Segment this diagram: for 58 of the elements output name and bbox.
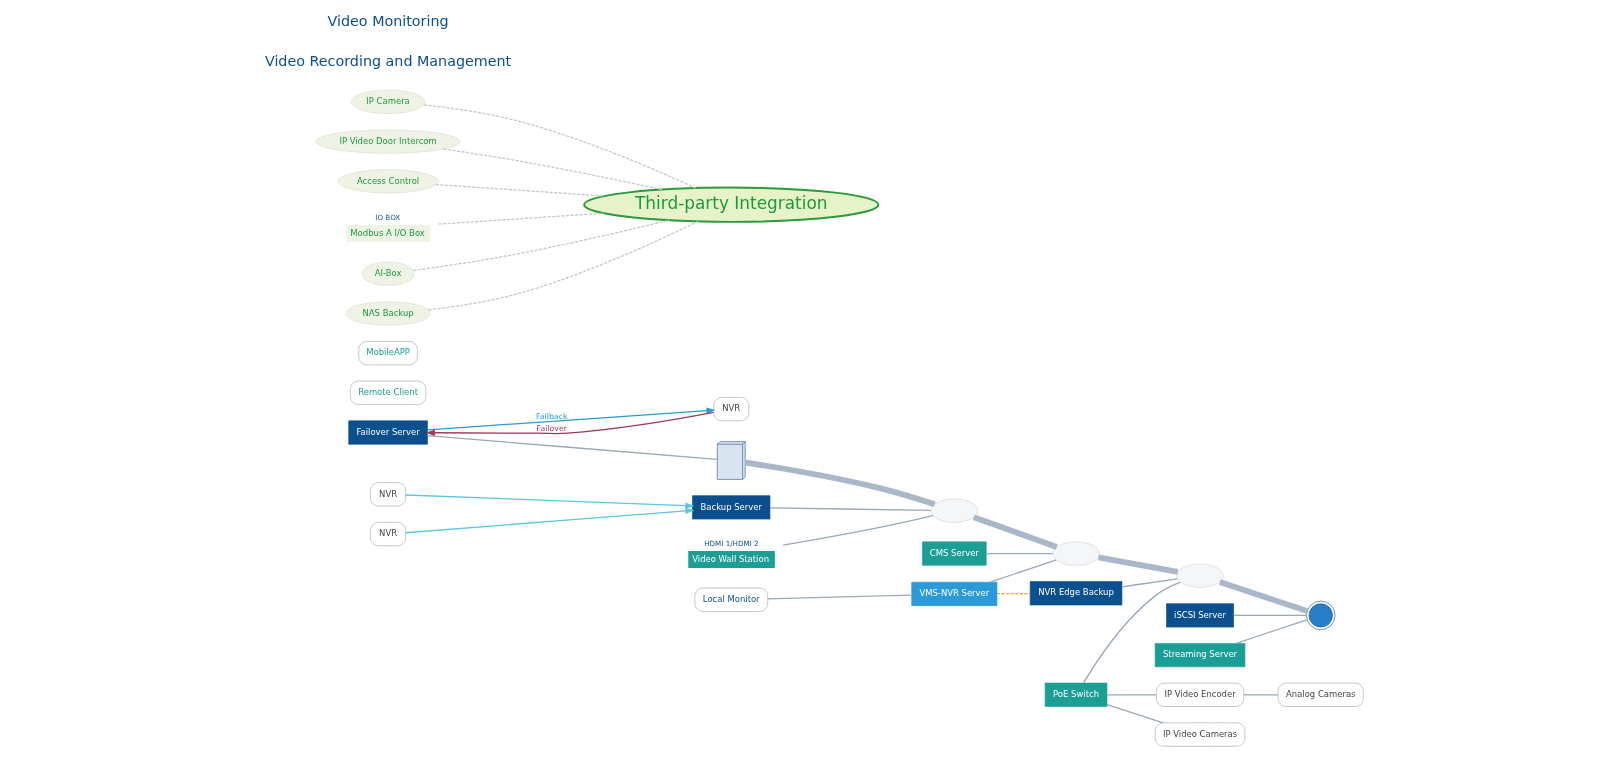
node-box: Local Monitor: [694, 587, 768, 612]
connector: [423, 104, 697, 189]
connector: [442, 148, 663, 191]
node-ellipse: Third-party Integration: [583, 186, 880, 223]
connector: [412, 219, 670, 272]
connector: [767, 594, 913, 600]
node-box: Failover Server: [348, 420, 428, 445]
arrow: [425, 411, 715, 436]
node-ellipse: NAS Backup: [345, 301, 431, 326]
node-box: iSCSI Server: [1166, 603, 1234, 628]
connector: [426, 435, 718, 461]
connector: [1218, 579, 1308, 614]
connector: [435, 183, 605, 197]
connector: [1233, 614, 1307, 617]
node-cloud: [930, 498, 979, 523]
connector: [1097, 554, 1179, 575]
node-box: Analog Cameras: [1277, 682, 1364, 707]
connector: [1106, 704, 1164, 724]
arrow: [405, 507, 695, 534]
node-box: Backup Server: [692, 495, 771, 520]
connector: [1243, 694, 1279, 696]
connector: [782, 514, 934, 546]
connector: [744, 459, 936, 507]
connector: [1082, 581, 1181, 684]
node-box: Modbus A I/O Box: [346, 224, 431, 242]
node-cloud: [1176, 563, 1224, 588]
node-box: VMS-NVR Server: [911, 581, 998, 606]
node-box: NVR Edge Backup: [1029, 581, 1123, 606]
node-ellipse: AI-Box: [361, 261, 415, 286]
connector: [989, 559, 1057, 583]
node-ellipse: IP Camera: [350, 89, 426, 114]
node-cloud: [1052, 541, 1100, 566]
node-box: IP Video Encoder: [1156, 682, 1244, 707]
label: Video Recording and Management: [264, 52, 512, 69]
node-ellipse: IP Video Door Intercom: [315, 129, 461, 154]
connector: [996, 592, 1031, 595]
node-box: NVR: [370, 482, 406, 507]
node-box: Video Wall Station: [688, 550, 775, 568]
connector: [437, 212, 605, 225]
node-ellipse: Access Control: [338, 169, 439, 194]
connector: [1106, 694, 1157, 696]
node-box: NVR: [370, 522, 406, 547]
node-box: PoE Switch: [1044, 682, 1108, 707]
node-box: MobileAPP: [358, 341, 418, 366]
connector: [972, 514, 1058, 550]
connector: [1121, 578, 1179, 588]
node-box: IP Video Cameras: [1154, 722, 1246, 747]
node-box: NVR: [713, 397, 750, 422]
connector: [985, 552, 1054, 555]
arrow: [426, 407, 716, 431]
arrow: [405, 494, 695, 509]
node-box: CMS Server: [922, 541, 987, 566]
node-box: Remote Client: [350, 380, 427, 405]
connector: [769, 507, 932, 511]
label: Video Monitoring: [327, 13, 449, 30]
connector: [427, 220, 699, 311]
node-box: Streaming Server: [1154, 643, 1246, 668]
connector: [1235, 619, 1308, 644]
